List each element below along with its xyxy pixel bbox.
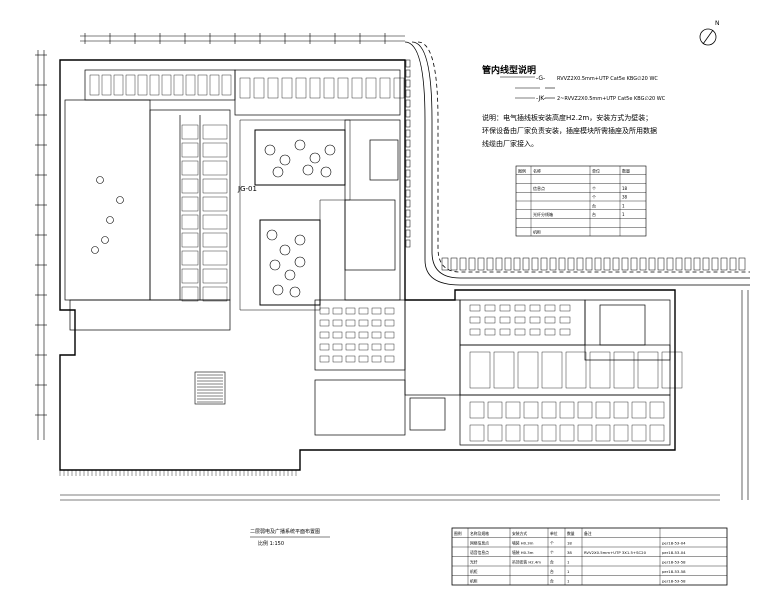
mini-legend-cell: 个: [592, 195, 596, 200]
stair: [194, 371, 226, 405]
mini-legend-cell: 18: [622, 186, 628, 191]
equipment-table-cell: 语音信息点: [470, 550, 489, 555]
equipment-table-cell: 图例: [454, 531, 462, 536]
note-line-2: 环保设备由厂家负责安装，插座模块所需插座及所用数据: [482, 126, 657, 135]
road-curve: [404, 41, 750, 286]
note-line-3: 线缆由厂家接入。: [482, 139, 538, 148]
dimension-ticks-top: [84, 33, 386, 44]
mini-legend-cell: 台: [592, 211, 596, 217]
mini-legend-cell: 信息点: [533, 185, 545, 191]
mini-legend-cell: 单位: [592, 167, 600, 173]
equipment-table-cell: 墙装 H0.3m: [512, 550, 534, 555]
mini-legend-cell: 光纤分线箱: [533, 211, 553, 217]
equipment-table-cell: 吊顶安装 H2.4m: [512, 560, 541, 565]
cable-line-2-code: -JK-: [536, 95, 546, 102]
parking-stalls: [405, 59, 746, 271]
mini-legend-cell: 1: [622, 212, 625, 217]
note-line-1: 说明：电气插线板安装高度H2.2m，安装方式为壁装；: [482, 113, 652, 122]
equipment-table-cell: 1: [567, 560, 570, 565]
equipment-table-cell: 机柜: [470, 569, 478, 574]
dimension-ticks-left: [35, 54, 47, 416]
equipment-table-cell: 机柜: [470, 579, 478, 584]
equipment-table-cell: 台: [550, 569, 554, 574]
equipment-table-cell: 安装方式: [512, 531, 527, 536]
equipment-table-cell: 1: [567, 579, 570, 584]
drawing-title: 二层弱电及广播系统平面布置图: [250, 528, 320, 535]
courtyards: [239, 119, 351, 311]
west-wing: [64, 69, 401, 331]
equipment-table-cell: 个: [550, 541, 554, 546]
equipment-table-cell: per18-53-58: [662, 579, 686, 584]
mini-legend-cell: 1: [622, 203, 625, 208]
equipment-table-cell: 光纤: [470, 560, 478, 565]
stair-treads: [197, 374, 223, 403]
mini-legend-cell: 个: [592, 186, 596, 191]
dimension-lines: [37, 35, 749, 501]
cable-line-1-code: -G-: [536, 75, 545, 82]
north-label: N: [715, 20, 720, 27]
drawing-title-block: 二层弱电及广播系统平面布置图 比例 1:150: [250, 528, 330, 547]
equipment-table-cell: per18-53-04: [662, 550, 686, 555]
equipment-table-cell: RVV2X0.5mm+UTP 3X1.5+SC20: [584, 550, 647, 555]
legend-title: 管内线型说明: [482, 64, 536, 76]
well-label: JG-01: [237, 185, 257, 193]
mini-legend-cell: 图例: [518, 167, 526, 173]
classroom-seating: [319, 304, 571, 363]
equipment-table-cell: 1: [567, 569, 570, 574]
central-block: [314, 119, 446, 436]
equipment-table-cell: 备注: [584, 531, 592, 536]
west-wing-rooms: [89, 74, 405, 302]
equipment-table-cell: 台: [550, 560, 554, 565]
cable-line-2-spec: 2~RVVZ2X0.5mm+UTP Cat5e KBG∅20 WC: [557, 96, 666, 102]
east-wing-rooms: [469, 351, 683, 442]
mini-legend-cell: 数量: [622, 167, 630, 173]
equipment-table-cell: 数量: [567, 531, 575, 536]
mini-legend-cell: 38: [622, 195, 628, 200]
cable-line-1-spec: RVVZ2X0.5mm+UTP Cat5e KBG∅20 WC: [557, 76, 658, 82]
equipment-table-cell: 单位: [550, 531, 558, 536]
drawing-scale: 比例 1:150: [258, 540, 284, 547]
equipment-table-cell: per18-53-04: [662, 541, 686, 546]
east-wing: [404, 299, 671, 446]
equipment-table-cell: 个: [550, 550, 554, 555]
equipment-table-cell: 18: [567, 541, 572, 546]
equipment-table-cell: per18-53-58: [662, 569, 686, 574]
courtyard-trees: [91, 139, 336, 298]
legend: 管内线型说明 -G- RVVZ2X0.5mm+UTP Cat5e KBG∅20 …: [482, 64, 666, 148]
equipment-table-cell: per18-53-58: [662, 560, 686, 565]
equipment-table-cell: 台: [550, 579, 554, 584]
equipment-table-cell: 网络信息点: [470, 541, 489, 546]
north-arrow-icon: N: [699, 20, 720, 46]
equipment-table-cell: 名称及规格: [470, 531, 489, 536]
equipment-table-cell: 38: [567, 550, 572, 555]
mini-legend-cell: 名称: [533, 167, 541, 173]
equipment-table-cell: 墙装 H0.3m: [512, 541, 534, 546]
terrace-hatch: [59, 470, 297, 476]
mini-legend-cell: 机柜: [533, 229, 541, 235]
mini-legend-cell: 台: [592, 202, 596, 208]
